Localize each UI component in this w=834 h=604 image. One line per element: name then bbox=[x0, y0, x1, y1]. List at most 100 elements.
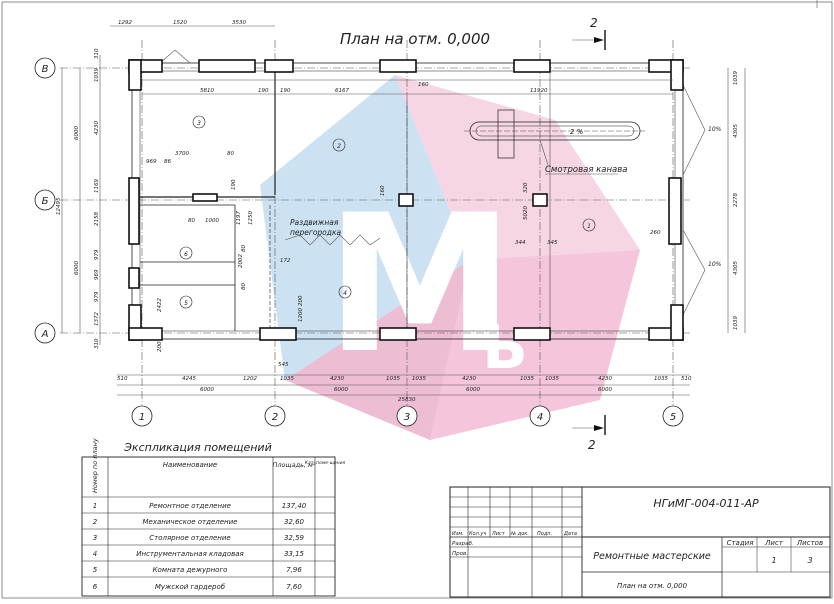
tb-hdr: Кол.уч bbox=[469, 531, 486, 537]
dim-text: 2422 bbox=[157, 298, 163, 312]
sheet-title: План на отм. 0,000 bbox=[617, 582, 688, 590]
dim-text: 1000 bbox=[205, 218, 219, 224]
dim-text: 1035 bbox=[280, 376, 294, 382]
dim-text: 4230 bbox=[94, 121, 100, 135]
dim-text: 6167 bbox=[335, 88, 349, 94]
dim-text: 260 bbox=[650, 230, 661, 236]
axis-col-label: 5 bbox=[670, 412, 676, 423]
title-block: Изм. Кол.уч Лист № док. Подп. Дата Разра… bbox=[449, 486, 831, 598]
dim-text: 2158 bbox=[94, 212, 100, 226]
dim-text: 2278 bbox=[733, 193, 739, 207]
dim-text: 4305 bbox=[733, 124, 739, 138]
dims-interior: 969 86 3700 80 80 1000 190 1197 1250 160… bbox=[146, 151, 661, 368]
dim-text: 6000 bbox=[74, 261, 80, 275]
row-area: 7,96 bbox=[286, 566, 302, 574]
dim-text: 4245 bbox=[182, 376, 196, 382]
dim-text: 86 bbox=[164, 159, 171, 165]
dim-text: 344 bbox=[515, 240, 526, 246]
list-value: 1 bbox=[771, 556, 776, 565]
dim-text: 1039 bbox=[733, 316, 739, 330]
dims-right: 1039 4305 2278 4305 1039 bbox=[733, 71, 739, 330]
dim-text: 12495 bbox=[56, 197, 62, 215]
dim-text: 1197 bbox=[236, 211, 242, 225]
watermark-logo: М Ь bbox=[260, 75, 640, 440]
dim-text: 172 bbox=[280, 258, 291, 264]
row-area: 137,40 bbox=[282, 502, 307, 510]
slope-label: 10% bbox=[708, 126, 722, 133]
dim-text: 6000 bbox=[598, 387, 612, 393]
columns bbox=[128, 59, 684, 341]
row-num: 6 bbox=[93, 583, 98, 591]
svg-text:2: 2 bbox=[590, 16, 598, 30]
axis-row-label: Б bbox=[42, 196, 49, 207]
list-header: Лист bbox=[764, 539, 784, 547]
dims-top: 1292 1520 3530 5810 190 190 6167 11920 1… bbox=[118, 20, 548, 94]
axis-bubbles: В Б А 1 2 3 4 5 bbox=[34, 57, 684, 427]
inspection-pit: 2 % Смотровая канава bbox=[464, 109, 645, 175]
row-area: 33,15 bbox=[284, 550, 305, 558]
stadia-header: Стадия bbox=[727, 539, 754, 547]
dim-text: 4230 bbox=[330, 376, 344, 382]
dim-text: 80 bbox=[188, 218, 195, 224]
listov-value: 3 bbox=[807, 556, 812, 565]
col-header-name: Наименование bbox=[163, 461, 217, 469]
dim-text: 510 bbox=[681, 376, 692, 382]
dim-text: 80 bbox=[227, 151, 234, 157]
row-area: 32,59 bbox=[284, 534, 305, 542]
dim-text: 80 bbox=[241, 245, 247, 252]
axis-row-label: В bbox=[42, 64, 49, 75]
svg-text:Раздвижная: Раздвижная bbox=[290, 218, 339, 227]
dim-text: 200 bbox=[157, 341, 163, 352]
dim-text: 1169 bbox=[94, 179, 100, 193]
row-name: Столярное отделение bbox=[149, 534, 231, 542]
row-num: 5 bbox=[93, 566, 98, 574]
row-name: Механическое отделение bbox=[143, 518, 238, 526]
row-num: 4 bbox=[93, 550, 97, 558]
room-number: 6 bbox=[184, 251, 188, 258]
dim-text: 1035 bbox=[654, 376, 668, 382]
dim-text: 4305 bbox=[733, 261, 739, 275]
dim-text: 2002 bbox=[238, 254, 244, 268]
dim-text: 1035 bbox=[520, 376, 534, 382]
dim-text: 545 bbox=[278, 362, 289, 368]
dim-text: 11920 bbox=[530, 88, 548, 94]
tb-hdr: Подп. bbox=[537, 531, 552, 537]
room-number: 4 bbox=[343, 290, 347, 297]
dim-text: 190 bbox=[258, 88, 269, 94]
dim-text: 160 bbox=[380, 185, 386, 196]
pit-slope: 2 % bbox=[570, 128, 584, 136]
dim-text: 310 bbox=[94, 48, 100, 59]
dim-text: 1292 bbox=[118, 20, 132, 26]
dim-text: 969 bbox=[146, 159, 157, 165]
room-markers: 3 2 1 6 5 4 bbox=[179, 115, 596, 309]
tb-hdr: Лист bbox=[491, 531, 506, 537]
tb-prov: Пров. bbox=[452, 551, 468, 557]
room-number: 2 bbox=[337, 143, 341, 150]
row-name: Инструментальная кладовая bbox=[136, 550, 244, 558]
dim-text: 190 bbox=[231, 179, 237, 190]
dim-text: 4230 bbox=[462, 376, 476, 382]
dims-bottom: 510 4245 1202 1035 4230 1035 1035 4230 1… bbox=[117, 376, 692, 403]
plan-title: План на отм. 0,000 bbox=[340, 30, 490, 48]
dim-text: 1372 bbox=[94, 312, 100, 326]
room-number: 1 bbox=[587, 223, 591, 230]
dim-text: 310 bbox=[94, 338, 100, 349]
explication-title: Экспликация помещений bbox=[123, 441, 272, 454]
tb-razrab: Разраб. bbox=[452, 541, 474, 547]
dim-text: 1035 bbox=[386, 376, 400, 382]
watermark-letter-small: Ь bbox=[482, 313, 528, 383]
dim-text: 25830 bbox=[398, 397, 416, 403]
dim-text: 190 bbox=[280, 88, 291, 94]
dim-text: 160 bbox=[418, 82, 429, 88]
doc-code: НГиМГ-004-011-АР bbox=[653, 497, 759, 510]
dim-text: 320 bbox=[523, 182, 529, 193]
row-name: Мужской гардероб bbox=[155, 583, 226, 591]
dim-text: 6000 bbox=[466, 387, 480, 393]
tb-hdr: № док. bbox=[510, 531, 529, 537]
watermark-letter: М bbox=[325, 174, 514, 395]
dim-text: 5020 bbox=[523, 206, 529, 220]
col-header-area: Площадь, м² bbox=[272, 461, 315, 469]
